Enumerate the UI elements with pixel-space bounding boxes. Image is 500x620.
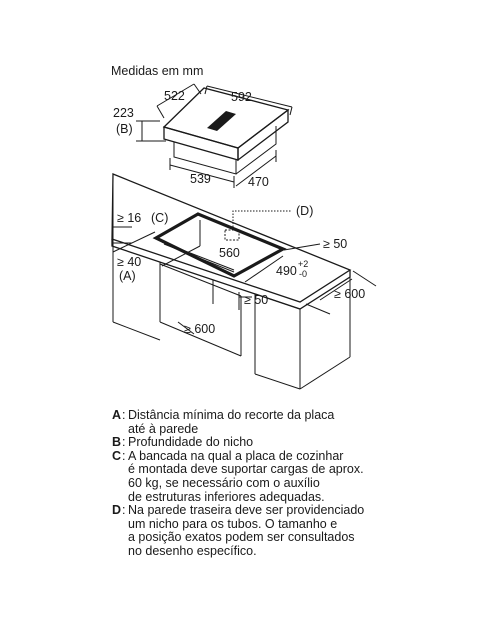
- marker-a: (A): [119, 269, 136, 283]
- dim-min-50-side: ≥ 50: [244, 293, 268, 307]
- legend-item-d: D: Na parede traseira deve ser providenc…: [112, 503, 365, 558]
- legend-key: D: [112, 503, 122, 518]
- legend-text: Na parede traseira deve ser providenciad…: [128, 503, 365, 558]
- dim-min-600-cabinet: ≥ 600: [184, 322, 215, 336]
- countertop-illustration: [111, 173, 352, 390]
- dim-min-16: ≥ 16: [117, 211, 141, 225]
- dim-223: 223: [113, 106, 134, 120]
- marker-b: (B): [116, 122, 133, 136]
- dim-min-50-rear: ≥ 50: [323, 237, 347, 251]
- installation-drawing: Medidas em mm 522 592 2: [111, 64, 377, 390]
- legend-item-b: B: Profundidade do nicho: [112, 435, 254, 450]
- dim-539: 539: [190, 172, 211, 186]
- countertop-dimension-lines: [112, 226, 377, 335]
- marker-c: (C): [151, 211, 168, 225]
- tolerance-plus: +2: [298, 259, 308, 269]
- legend-list: A: Distância mínima do recorte da placa …: [112, 408, 402, 559]
- dim-min-40: ≥ 40: [117, 255, 141, 269]
- legend-text: Profundidade do nicho: [128, 435, 254, 450]
- hob-illustration: [162, 87, 290, 175]
- legend-key: B: [112, 435, 122, 450]
- dim-490: 490: [276, 264, 297, 278]
- legend-key: A: [112, 408, 122, 422]
- marker-d: (D): [296, 204, 313, 218]
- dim-470: 470: [248, 175, 269, 189]
- legend-text: A bancada na qual a placa de cozinhar é …: [128, 448, 364, 504]
- legend-item-c: C: A bancada na qual a placa de cozinhar…: [112, 448, 364, 504]
- legend-key: C: [112, 448, 122, 463]
- legend-item-a: A: Distância mínima do recorte da placa …: [112, 408, 335, 436]
- dim-min-600-right: ≥ 600: [334, 287, 365, 301]
- dim-592: 592: [231, 90, 252, 104]
- dim-560: 560: [219, 246, 240, 260]
- legend-text: Distância mínima do recorte da placa até…: [128, 408, 335, 436]
- tolerance-minus: -0: [299, 269, 307, 279]
- hob-dimension-lines: [136, 83, 293, 188]
- dim-522: 522: [164, 89, 185, 103]
- drawing-title: Medidas em mm: [111, 64, 203, 78]
